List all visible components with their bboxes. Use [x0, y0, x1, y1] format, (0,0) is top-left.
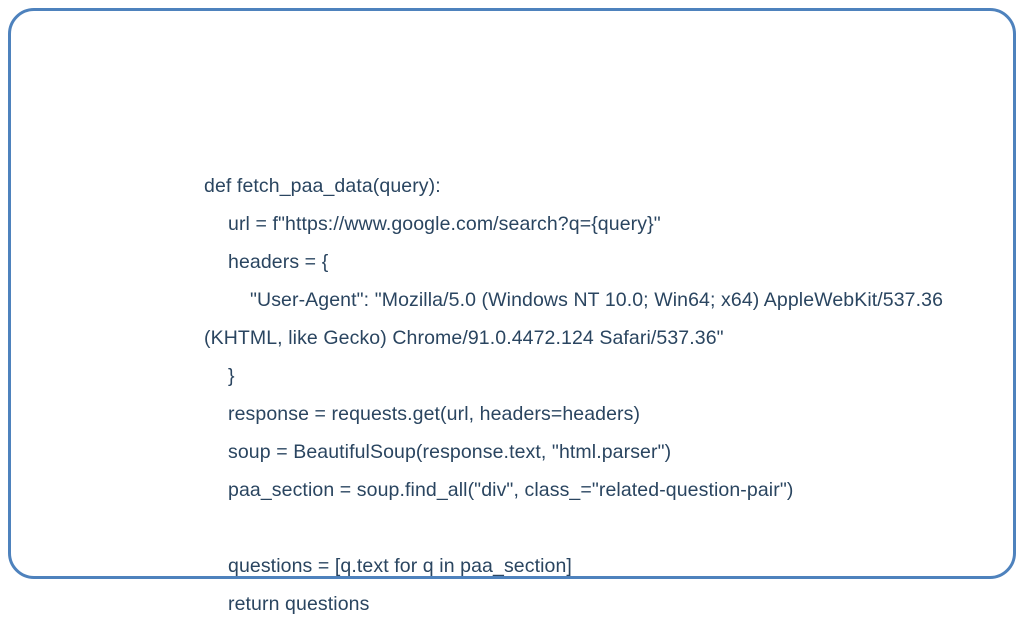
code-line: headers = {: [228, 251, 329, 273]
code-line: soup = BeautifulSoup(response.text, "htm…: [228, 441, 672, 463]
code-line: "User-Agent": "Mozilla/5.0 (Windows NT 1…: [204, 289, 949, 349]
code-line: paa_section = soup.find_all("div", class…: [228, 479, 794, 501]
code-line: }: [228, 365, 235, 387]
screenshot-root: def fetch_paa_data(query):url = f"https:…: [8, 8, 1016, 615]
code-line: questions = [q.text for q in paa_section…: [228, 555, 572, 577]
code-block: def fetch_paa_data(query):url = f"https:…: [196, 53, 956, 623]
code-line: url = f"https://www.google.com/search?q=…: [228, 213, 661, 235]
code-line-blank: [196, 509, 956, 547]
code-snippet-card: def fetch_paa_data(query):url = f"https:…: [8, 8, 1016, 615]
code-line: response = requests.get(url, headers=hea…: [228, 403, 641, 425]
code-line: return questions: [228, 593, 370, 615]
code-line: def fetch_paa_data(query):: [204, 175, 441, 197]
